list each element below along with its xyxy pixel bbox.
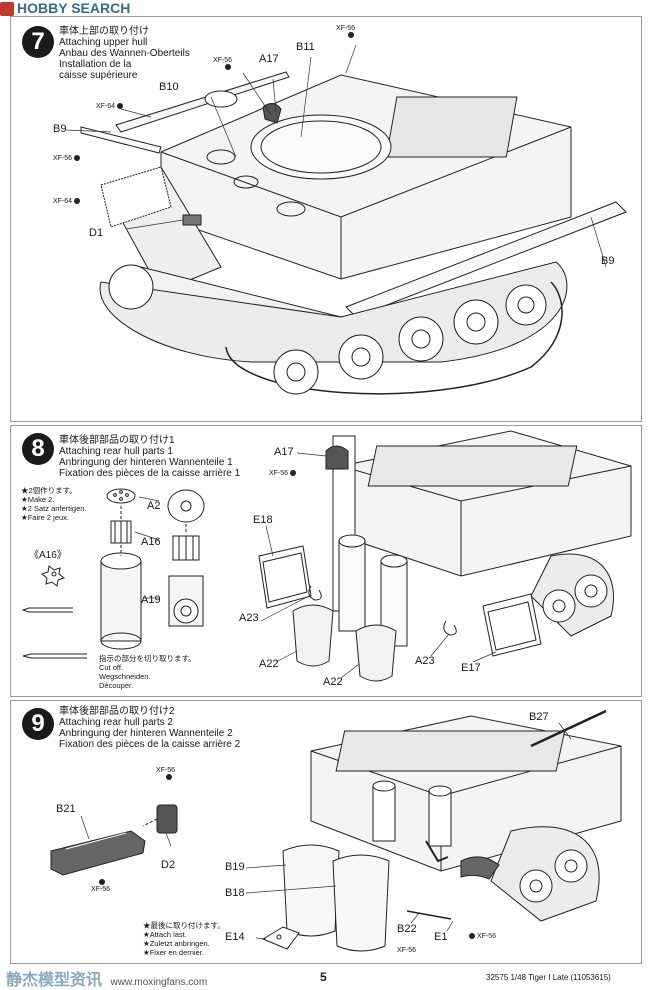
part-d2: D2 [161, 859, 176, 871]
make-2-note: ★2個作ります。 ★Make 2. ★2 Satz anfertigen. ★F… [21, 486, 87, 522]
part-b9-left: B9 [53, 123, 67, 135]
part-b10: B10 [159, 81, 179, 93]
paint-xf56-mid: XF-56 [53, 155, 81, 162]
part-b18: B18 [225, 887, 245, 899]
part-a16: A16 [141, 536, 161, 548]
step-9-title: 車体後部部品の取り付け2 Attaching rear hull parts 2… [59, 706, 241, 750]
step-8-panel: 8 車体後部部品の取り付け1 Attaching rear hull parts… [10, 425, 642, 697]
paint-dot-icon [74, 155, 81, 162]
part-e18: E18 [253, 514, 273, 526]
paint-xf56-e1: XF-56 [467, 933, 496, 940]
part-b27: B27 [529, 711, 549, 723]
part-d1: D1 [89, 227, 104, 239]
part-e1: E1 [434, 931, 448, 943]
step-7-panel: 7 車体上部の取り付け Attaching upper hull Anbau d… [10, 16, 642, 422]
paint-dot-icon [469, 933, 475, 940]
a16-detail-label: 《A16》 [29, 550, 67, 561]
part-b22: B22 [397, 923, 417, 935]
paint-xf56-left: XF-56 [213, 57, 232, 71]
step-8-number: 8 [22, 433, 54, 465]
paint-dot-icon [74, 198, 81, 205]
attach-last-note: ★最後に取り付けます。 ★Attach last. ★Zuletzt anbri… [143, 921, 225, 957]
step-7-title: 車体上部の取り付け Attaching upper hull Anbau des… [59, 26, 190, 81]
page-number: 5 [320, 970, 327, 984]
paint-dot-icon [166, 774, 172, 781]
part-b9-right: B9 [601, 255, 615, 267]
paint-dot-icon [290, 470, 297, 477]
part-b21: B21 [56, 803, 76, 815]
step-9-number: 9 [22, 708, 54, 740]
hobby-search-logo-icon [0, 2, 14, 17]
paint-xf64-lower: XF-64 [53, 198, 81, 205]
paint-xf56: XF-56 [269, 470, 297, 477]
step-9-drawing [50, 709, 622, 952]
part-a17: A17 [274, 446, 294, 458]
part-b11: B11 [296, 41, 315, 53]
paint-dot-icon [225, 64, 231, 71]
hobby-search-watermark: HOBBY SEARCH [0, 0, 130, 17]
part-e17: E17 [461, 662, 481, 674]
part-a19: A19 [141, 594, 161, 606]
step-9-panel: 9 車体後部部品の取り付け2 Attaching rear hull parts… [10, 700, 642, 964]
paint-xf56-bottom: XF-56 [91, 879, 110, 893]
paint-xf56-top: XF-56 [336, 25, 355, 39]
paint-dot-icon [117, 103, 124, 110]
cut-off-note: 指示の部分を切り取ります。 Cut off. Wegschneiden. Déc… [99, 654, 196, 690]
product-info: 32575 1/48 Tiger I Late (11053615) [486, 973, 611, 982]
part-a23-left: A23 [239, 612, 259, 624]
footer-watermark: 静杰模型资讯 www.moxingfans.com [6, 972, 208, 989]
part-a2: A2 [147, 500, 161, 512]
part-a22-left: A22 [259, 658, 279, 670]
step-7-hull-drawing [65, 44, 627, 395]
step-8-drawing [21, 430, 632, 682]
part-a22-right: A22 [323, 676, 343, 688]
paint-dot-icon [99, 879, 105, 886]
paint-xf64-upper: XF-64 [96, 103, 124, 110]
part-b19: B19 [225, 861, 245, 873]
paint-dot-icon [348, 32, 354, 39]
paint-xf56-b22: XF-56 [397, 947, 417, 954]
step-8-title: 車体後部部品の取り付け1 Attaching rear hull parts 1… [59, 435, 241, 479]
step-7-number: 7 [22, 26, 54, 58]
part-e14: E14 [225, 931, 245, 943]
part-a23-right: A23 [415, 655, 435, 667]
part-a17: A17 [259, 53, 279, 65]
paint-xf56-top: XF-56 [156, 767, 175, 781]
